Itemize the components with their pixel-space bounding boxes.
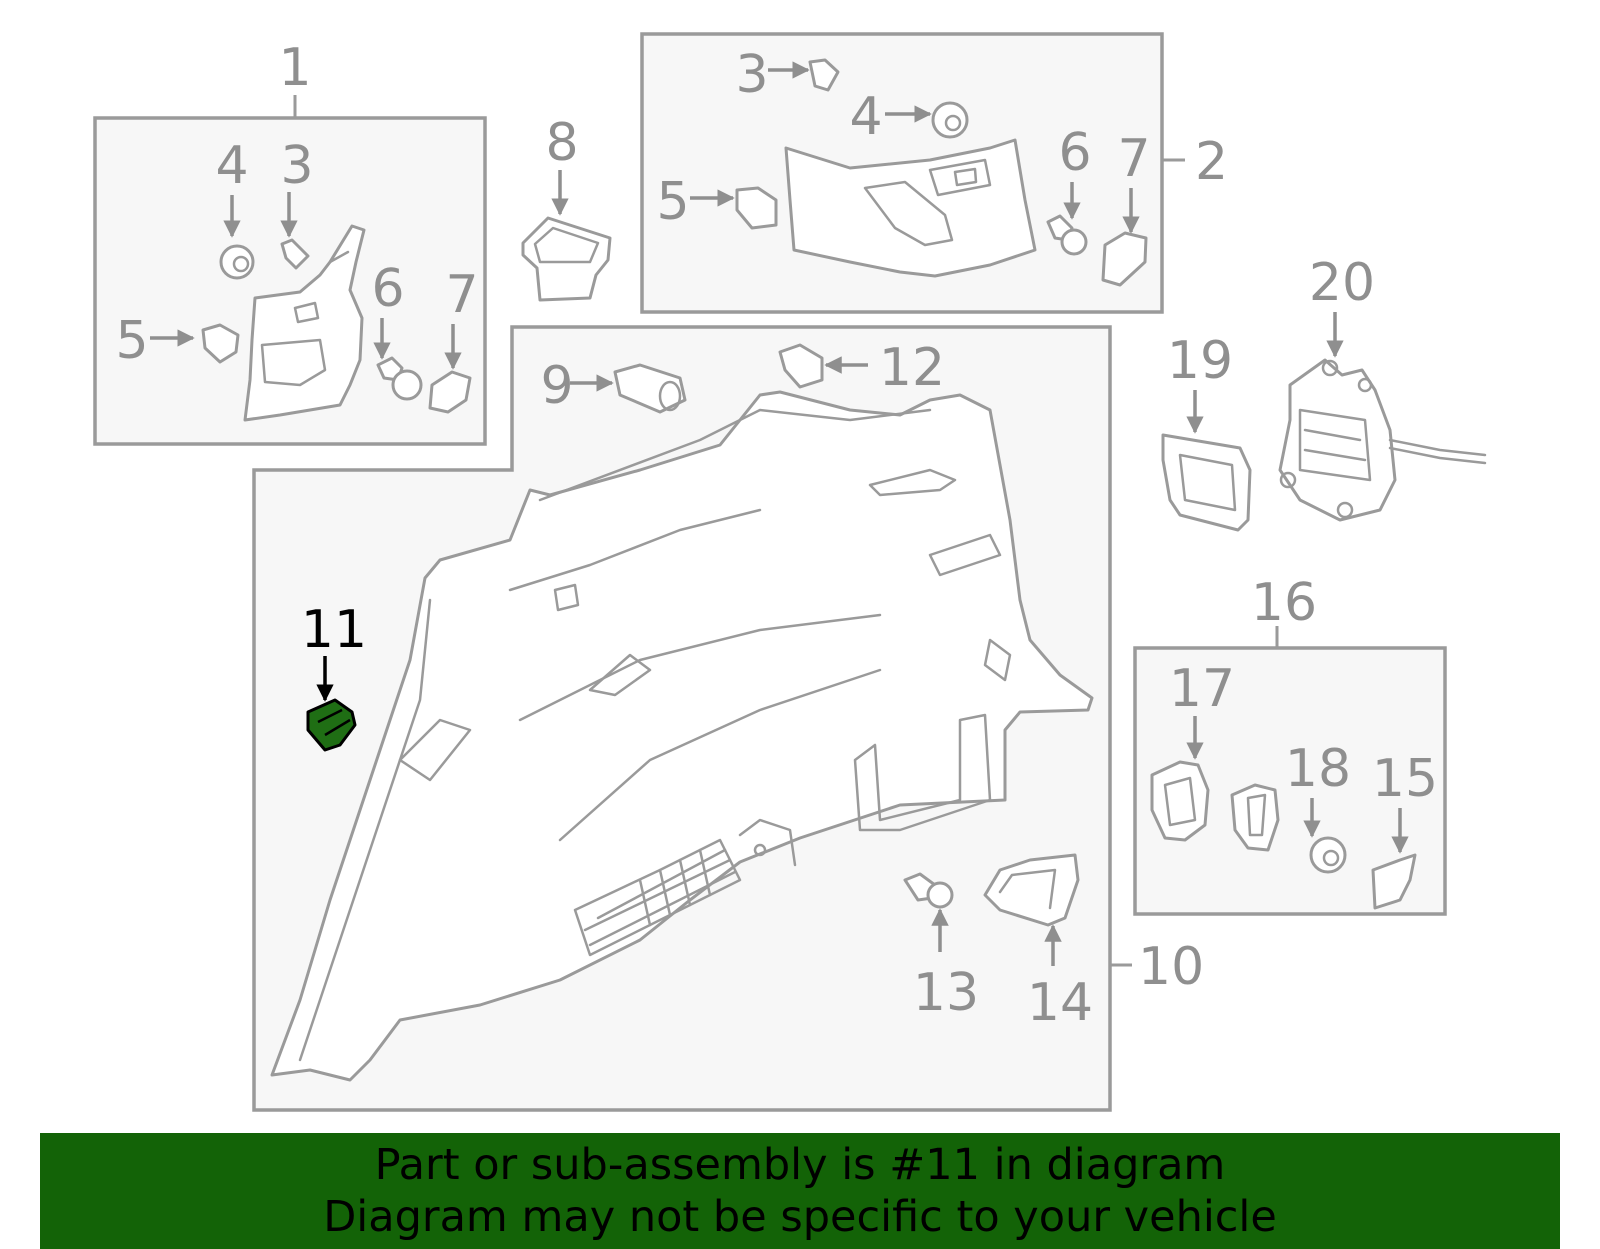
callout-3-group2: 3 <box>735 45 768 105</box>
banner-line-1: Part or sub-assembly is #11 in diagram <box>374 1140 1226 1190</box>
part-11-highlighted-clip <box>306 698 357 752</box>
part-9-pin <box>613 363 687 414</box>
callout-11: 11 <box>301 600 367 660</box>
banner-line-2: Diagram may not be specific to your vehi… <box>323 1192 1277 1242</box>
group-1-clip-3 <box>280 238 310 270</box>
callout-18: 18 <box>1285 739 1351 799</box>
callout-1: 1 <box>278 38 311 98</box>
group-2-box: 2 3 4 5 6 7 <box>640 32 1228 314</box>
callout-5-group2: 5 <box>656 172 689 232</box>
callout-7-group2: 7 <box>1117 129 1150 189</box>
part-18-clip <box>1309 836 1347 874</box>
lower-quarter-trim-panel <box>270 390 1094 1082</box>
part-17-bezel <box>1150 760 1210 842</box>
callout-16: 16 <box>1251 573 1317 633</box>
callout-10: 10 <box>1138 937 1204 997</box>
part-8-storage-bin: 8 <box>521 113 612 302</box>
callout-15: 15 <box>1372 749 1438 809</box>
callout-12: 12 <box>879 338 945 398</box>
callout-7-group1: 7 <box>445 265 478 325</box>
part-15-cover <box>1371 853 1417 910</box>
part-19-bezel: 19 <box>1161 331 1252 532</box>
callout-8: 8 <box>545 113 578 173</box>
callout-17: 17 <box>1169 659 1235 719</box>
pillar-trim-panel <box>243 224 366 422</box>
group-1-cover-7 <box>428 370 472 414</box>
callout-2: 2 <box>1195 132 1228 192</box>
group-2-clip-3 <box>808 58 840 92</box>
exploded-parts-diagram: 1 4 3 5 6 7 8 2 <box>93 32 1487 1112</box>
callout-13: 13 <box>913 963 979 1023</box>
group-10-box: 10 9 12 11 <box>252 325 1204 1112</box>
upper-quarter-trim <box>784 138 1037 278</box>
part-12-retainer <box>778 343 824 389</box>
group-16-handle <box>1230 783 1280 852</box>
group-2-clip-5 <box>735 186 778 230</box>
group-1-clip-5 <box>201 323 240 364</box>
part-20-latch: 20 <box>1278 253 1487 522</box>
callout-9: 9 <box>540 356 573 416</box>
callout-4-group1: 4 <box>215 136 248 196</box>
callout-20: 20 <box>1309 253 1375 313</box>
callout-6-group2: 6 <box>1058 123 1091 183</box>
group-2-clip-4 <box>931 101 969 139</box>
callout-3-group1: 3 <box>280 136 313 196</box>
group-1-box: 1 4 3 5 6 7 <box>93 38 487 446</box>
callout-5-group1: 5 <box>115 311 148 371</box>
callout-14: 14 <box>1027 973 1093 1033</box>
callout-4-group2: 4 <box>849 87 882 147</box>
callout-19: 19 <box>1167 331 1233 391</box>
info-banner: Part or sub-assembly is #11 in diagram D… <box>40 1133 1560 1249</box>
callout-6-group1: 6 <box>371 259 404 319</box>
group-16-box: 16 17 18 15 <box>1133 573 1447 916</box>
